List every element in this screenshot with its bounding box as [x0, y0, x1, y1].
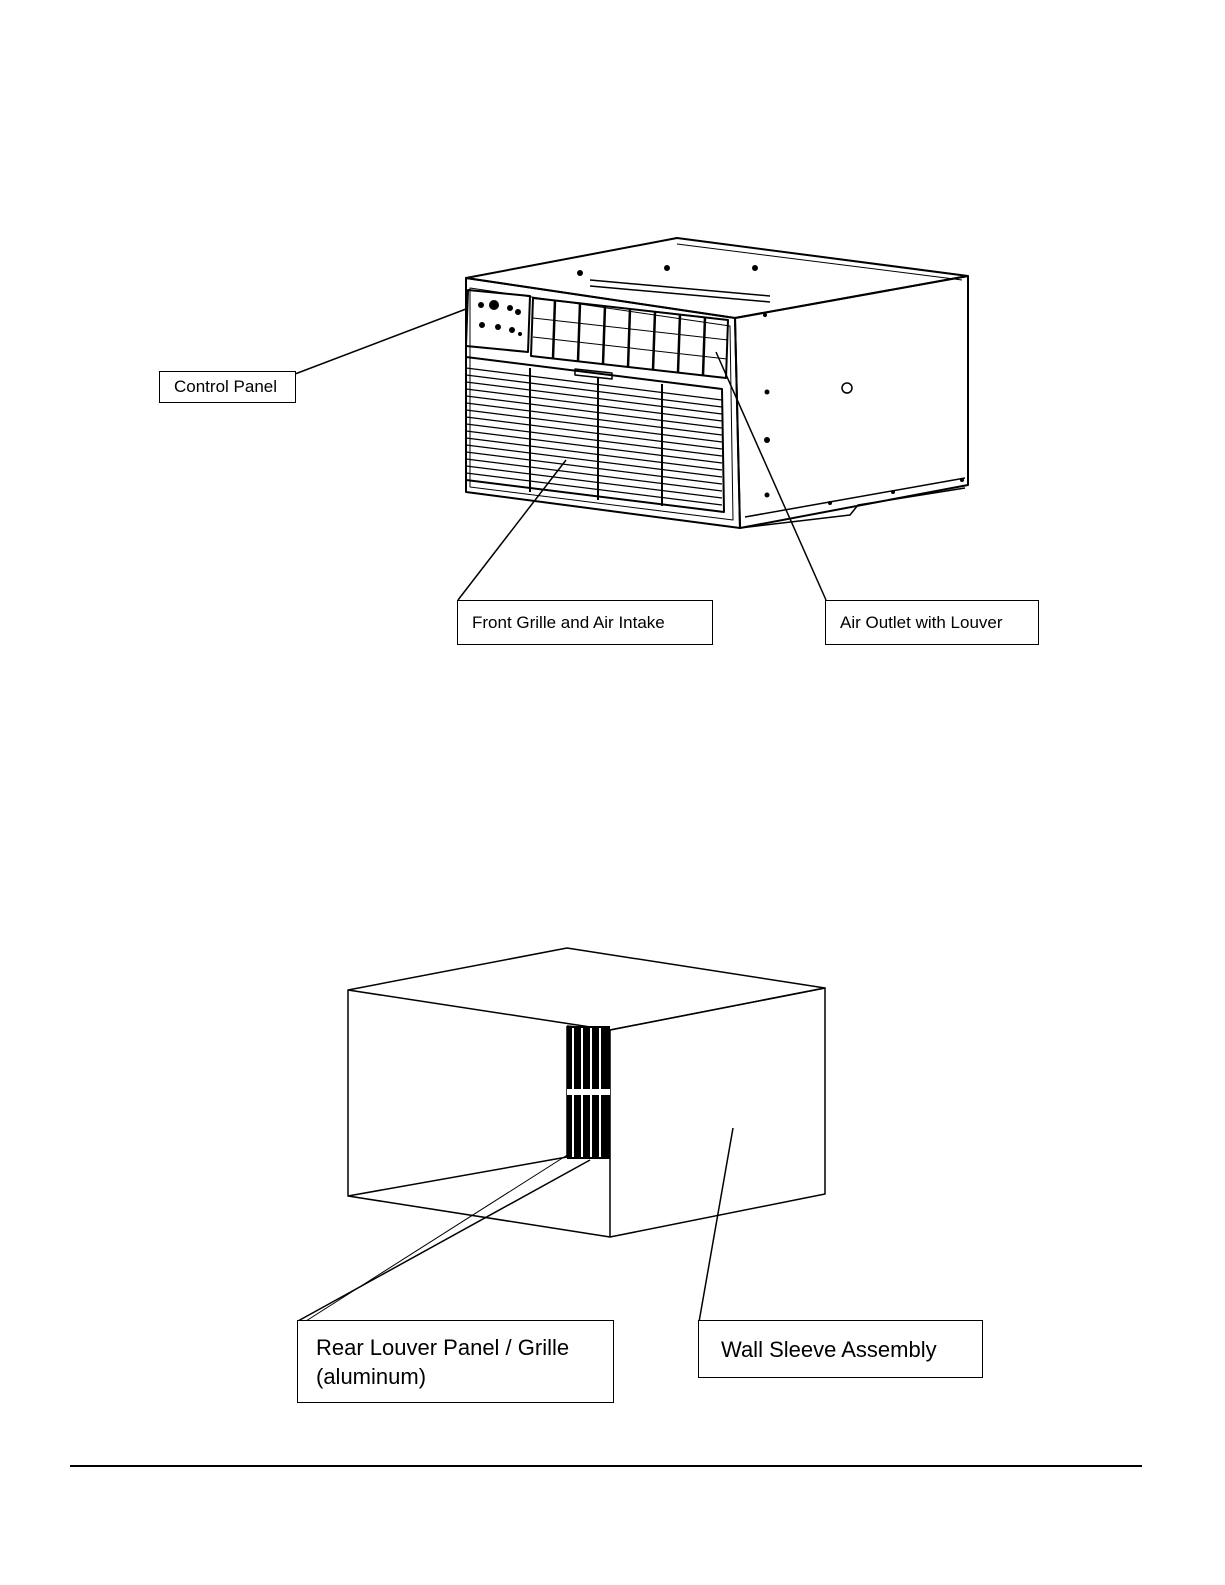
rear-louver-leader: [298, 1160, 590, 1321]
rear-louver-label-line1: Rear Louver Panel / Grille: [316, 1333, 569, 1362]
rear-louver-label-line2: (aluminum): [316, 1362, 426, 1391]
rear-louver-grille: [567, 1026, 610, 1159]
sleeve-left-face: [348, 990, 567, 1196]
wall-sleeve-label: Wall Sleeve Assembly: [698, 1320, 983, 1378]
sleeve-top-face: [348, 948, 825, 1030]
wall-sleeve-label-text: Wall Sleeve Assembly: [721, 1335, 937, 1364]
wall-sleeve-leader: [699, 1128, 733, 1322]
sleeve-right-face: [610, 988, 825, 1237]
footer-rule: [70, 1465, 1142, 1467]
rear-louver-label: Rear Louver Panel / Grille (aluminum): [297, 1320, 614, 1403]
